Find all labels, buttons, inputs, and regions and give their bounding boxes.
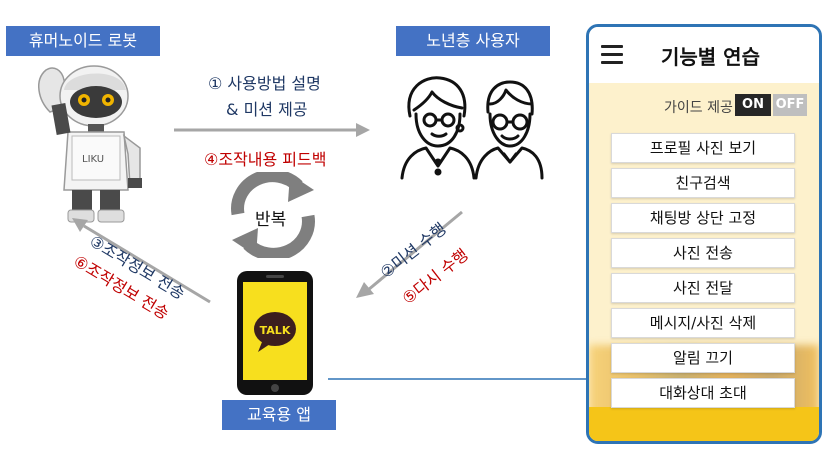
- arrow-app-to-robot: [72, 218, 211, 304]
- arrow-top-line1: ① 사용방법 설명: [208, 74, 321, 93]
- menu-item-forward-photo[interactable]: 사진 전달: [611, 273, 795, 303]
- menu-item-send-photo[interactable]: 사진 전송: [611, 238, 795, 268]
- repeat-cycle-icon: [231, 172, 315, 258]
- guide-toggle-on[interactable]: ON: [735, 94, 771, 116]
- robot-image: LIKU: [38, 65, 142, 223]
- hamburger-menu-icon[interactable]: [601, 45, 623, 65]
- menu-item-mute-notifications[interactable]: 알림 끄기: [611, 343, 795, 373]
- repeat-label: 반복: [255, 210, 287, 230]
- app-screen: 기능별 연습 가이드 제공 ON OFF 프로필 사진 보기 친구검색 채팅방 …: [586, 24, 822, 444]
- bottom-band: [589, 407, 819, 441]
- guide-toggle-off[interactable]: OFF: [773, 94, 807, 116]
- robot-chest-text: LIKU: [82, 154, 104, 165]
- menu-item-pin-chatroom[interactable]: 채팅방 상단 고정: [611, 203, 795, 233]
- talk-logo-text: TALK: [260, 324, 291, 337]
- menu-item-invite-contact[interactable]: 대화상대 초대: [611, 378, 795, 408]
- user-label: 노년층 사용자: [396, 26, 550, 56]
- app-title: 기능별 연습: [661, 45, 760, 69]
- menu-item-delete-message[interactable]: 메시지/사진 삭제: [611, 308, 795, 338]
- connector-line: [328, 378, 588, 380]
- app-header: 기능별 연습: [589, 27, 819, 83]
- menu-item-friend-search[interactable]: 친구검색: [611, 168, 795, 198]
- app-label: 교육용 앱: [222, 400, 336, 430]
- guide-label: 가이드 제공: [664, 100, 733, 116]
- robot-label: 휴머노이드 로봇: [6, 26, 160, 56]
- elderly-users-image: [400, 76, 544, 180]
- menu-item-profile-photo[interactable]: 프로필 사진 보기: [611, 133, 795, 163]
- feedback-label: ④조작내용 피드백: [204, 150, 327, 169]
- arrow-robot-to-user: [174, 123, 370, 137]
- arrow-user-to-app: [356, 210, 463, 298]
- arrow-top-line2: & 미션 제공: [226, 100, 308, 119]
- smartphone-image: TALK: [237, 271, 313, 395]
